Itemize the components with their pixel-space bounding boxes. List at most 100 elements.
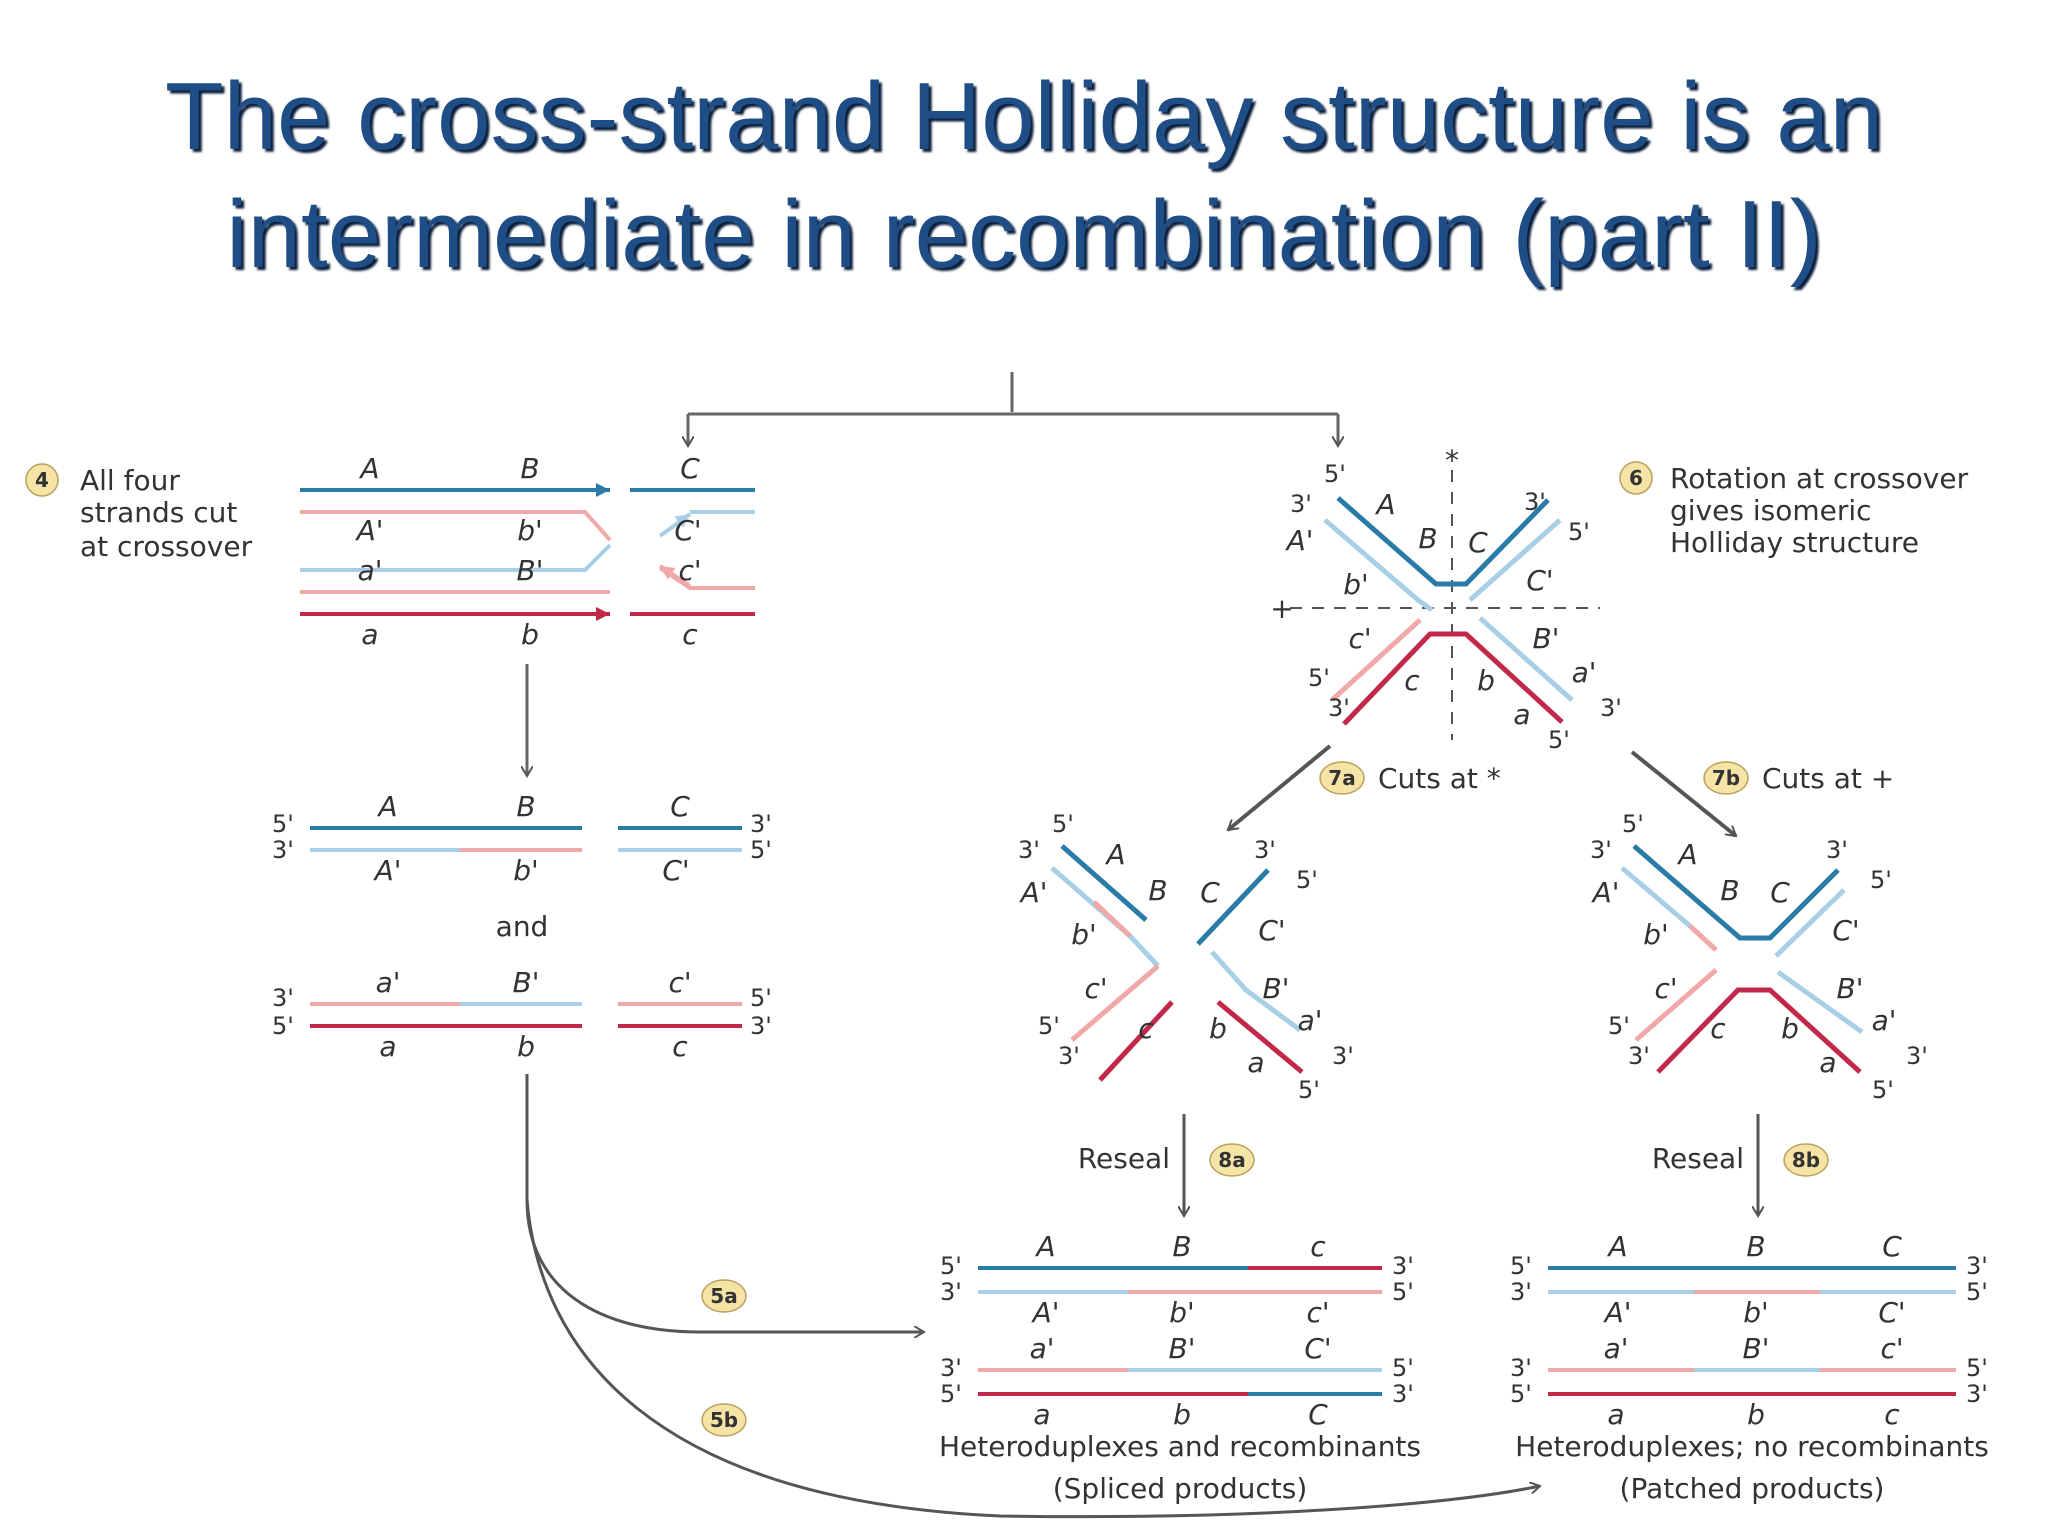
h6-5-tl: 5' — [1324, 460, 1346, 488]
c7a-Ap: A' — [1019, 876, 1048, 909]
c7b-b: b — [1781, 1012, 1799, 1045]
arrow-7b — [1630, 750, 1736, 838]
strand-lightblue-arrow — [658, 512, 692, 538]
c7b-Bp: B' — [1837, 972, 1864, 1005]
top-branch-connector — [688, 372, 1338, 446]
c7a-b: b — [1209, 1012, 1227, 1045]
h6-5-bl: 5' — [1308, 664, 1330, 692]
c7b-c: c — [1710, 1012, 1726, 1045]
h6-Bp: B' — [1533, 622, 1560, 655]
patched-caption: Heteroduplexes; no recombinants — [1515, 1430, 1989, 1463]
step-8a-number: 8a — [1218, 1148, 1245, 1172]
c7b-Cp: C' — [1832, 914, 1859, 947]
isomeric-structure-letters: 5' 3' A 3' 5' * A' B C b' C' + c' B' 5' … — [1270, 444, 1622, 754]
cb-label-cp: c' — [668, 966, 691, 999]
sp-a: a — [1033, 1398, 1050, 1431]
ct-label-Cp: C' — [662, 854, 689, 887]
c7b-ap: a' — [1872, 1004, 1897, 1037]
cut-structure-7b-letters: 5' 3' A 3' 5' A' B C b' C' c' B' 5' c b … — [1590, 810, 1928, 1104]
ct-label-C: C — [670, 790, 690, 823]
c7a-A: A — [1104, 838, 1125, 871]
c7b-Ap: A' — [1591, 876, 1620, 909]
pp-3-1: 3' — [1510, 1278, 1532, 1306]
pp-bp: b' — [1743, 1296, 1768, 1329]
cut-structure-7b — [1620, 844, 1864, 1074]
sp-Cp: C' — [1304, 1332, 1331, 1365]
c7a-3-br: 3' — [1332, 1042, 1354, 1070]
c7b-A: A — [1676, 838, 1697, 871]
pp-A: A — [1606, 1230, 1627, 1263]
step-5a-badge: 5a — [701, 1279, 747, 1313]
c7a-bp: b' — [1071, 918, 1096, 951]
s4-label-A: A — [358, 452, 379, 485]
s4-label-bp: b' — [517, 514, 542, 547]
step-6-line-3: Holliday structure — [1670, 526, 1919, 559]
step-4-line-3: at crossover — [80, 530, 253, 563]
c7b-B: B — [1720, 874, 1739, 907]
sp-ap: a' — [1030, 1332, 1055, 1365]
h6-plus: + — [1270, 592, 1293, 625]
sp-Bp: B' — [1169, 1332, 1196, 1365]
title-line-2: intermediate in recombination (part II) — [226, 181, 1822, 288]
cb-3-right: 3' — [750, 1012, 772, 1040]
s4-label-Cp: C' — [674, 514, 701, 547]
cut-structure-7a — [1050, 844, 1304, 1082]
spliced-caption: Heteroduplexes and recombinants — [939, 1430, 1421, 1463]
h6-Ap: A' — [1285, 524, 1314, 557]
s4-label-Bp: B' — [517, 554, 544, 587]
ct-label-Ap: A' — [373, 854, 402, 887]
h6-cp: c' — [1348, 622, 1371, 655]
sp-5-1: 5' — [940, 1252, 962, 1280]
step-4-line-1: All four — [80, 464, 180, 497]
step-5a-number: 5a — [710, 1284, 737, 1308]
h6-c: c — [1404, 664, 1420, 697]
c7a-3-tr: 3' — [1254, 836, 1276, 864]
step-4-line-2: strands cut — [80, 496, 237, 529]
strand-lightblue-crossing — [300, 543, 612, 572]
step-7a-number: 7a — [1328, 766, 1355, 790]
sp-cp: c' — [1306, 1296, 1329, 1329]
h6-A: A — [1374, 488, 1395, 521]
and-connector: and — [496, 910, 549, 943]
pp-3-2: 3' — [1510, 1354, 1532, 1382]
sp-Ap: A' — [1031, 1296, 1060, 1329]
step-7a-text: Cuts at * — [1378, 762, 1501, 795]
pp-a: a — [1607, 1398, 1624, 1431]
pp-3-1r: 3' — [1966, 1252, 1988, 1280]
path-5-arrows — [525, 1074, 1540, 1519]
sp-3-2r: 3' — [1392, 1380, 1414, 1408]
sp-5-2r: 5' — [1392, 1354, 1414, 1382]
c7a-cp: c' — [1084, 972, 1107, 1005]
c7a-5-tr: 5' — [1296, 866, 1318, 894]
c7b-3-br: 3' — [1906, 1042, 1928, 1070]
h6-5-tr: 5' — [1568, 518, 1590, 546]
c7a-5-bl: 5' — [1038, 1012, 1060, 1040]
step-8a-label: Reseal 8a — [1078, 1142, 1255, 1177]
c7a-ap: a' — [1298, 1004, 1323, 1037]
cb-label-Bp: B' — [513, 966, 540, 999]
pp-b: b — [1747, 1398, 1765, 1431]
title-line-1: The cross-strand Holliday structure is a… — [165, 63, 1883, 170]
ct-5-right: 5' — [750, 836, 772, 864]
c7a-Bp: B' — [1263, 972, 1290, 1005]
pp-5-1: 5' — [1510, 1252, 1532, 1280]
c7a-B: B — [1148, 874, 1167, 907]
h6-ap: a' — [1572, 656, 1597, 689]
cb-label-b: b — [517, 1030, 535, 1063]
pp-ap: a' — [1604, 1332, 1629, 1365]
s4-label-B: B — [520, 452, 539, 485]
slide-title: The cross-strand Holliday structure is a… — [0, 58, 2048, 294]
c7b-bp: b' — [1643, 918, 1668, 951]
step-7b-number: 7b — [1712, 766, 1740, 790]
cb-5-right: 5' — [750, 984, 772, 1012]
c7b-a: a — [1819, 1046, 1836, 1079]
sp-A: A — [1034, 1230, 1055, 1263]
c7b-C: C — [1770, 876, 1790, 909]
c7a-5-tl: 5' — [1052, 810, 1074, 838]
step-7b-text: Cuts at + — [1762, 762, 1894, 795]
sp-3-1r: 3' — [1392, 1252, 1414, 1280]
path-5b — [525, 1199, 1540, 1519]
step-4-letters: A B C A' b' C' a' B' c' a b c — [355, 452, 702, 651]
sp-C: C — [1308, 1398, 1328, 1431]
pp-C: C — [1882, 1230, 1902, 1263]
